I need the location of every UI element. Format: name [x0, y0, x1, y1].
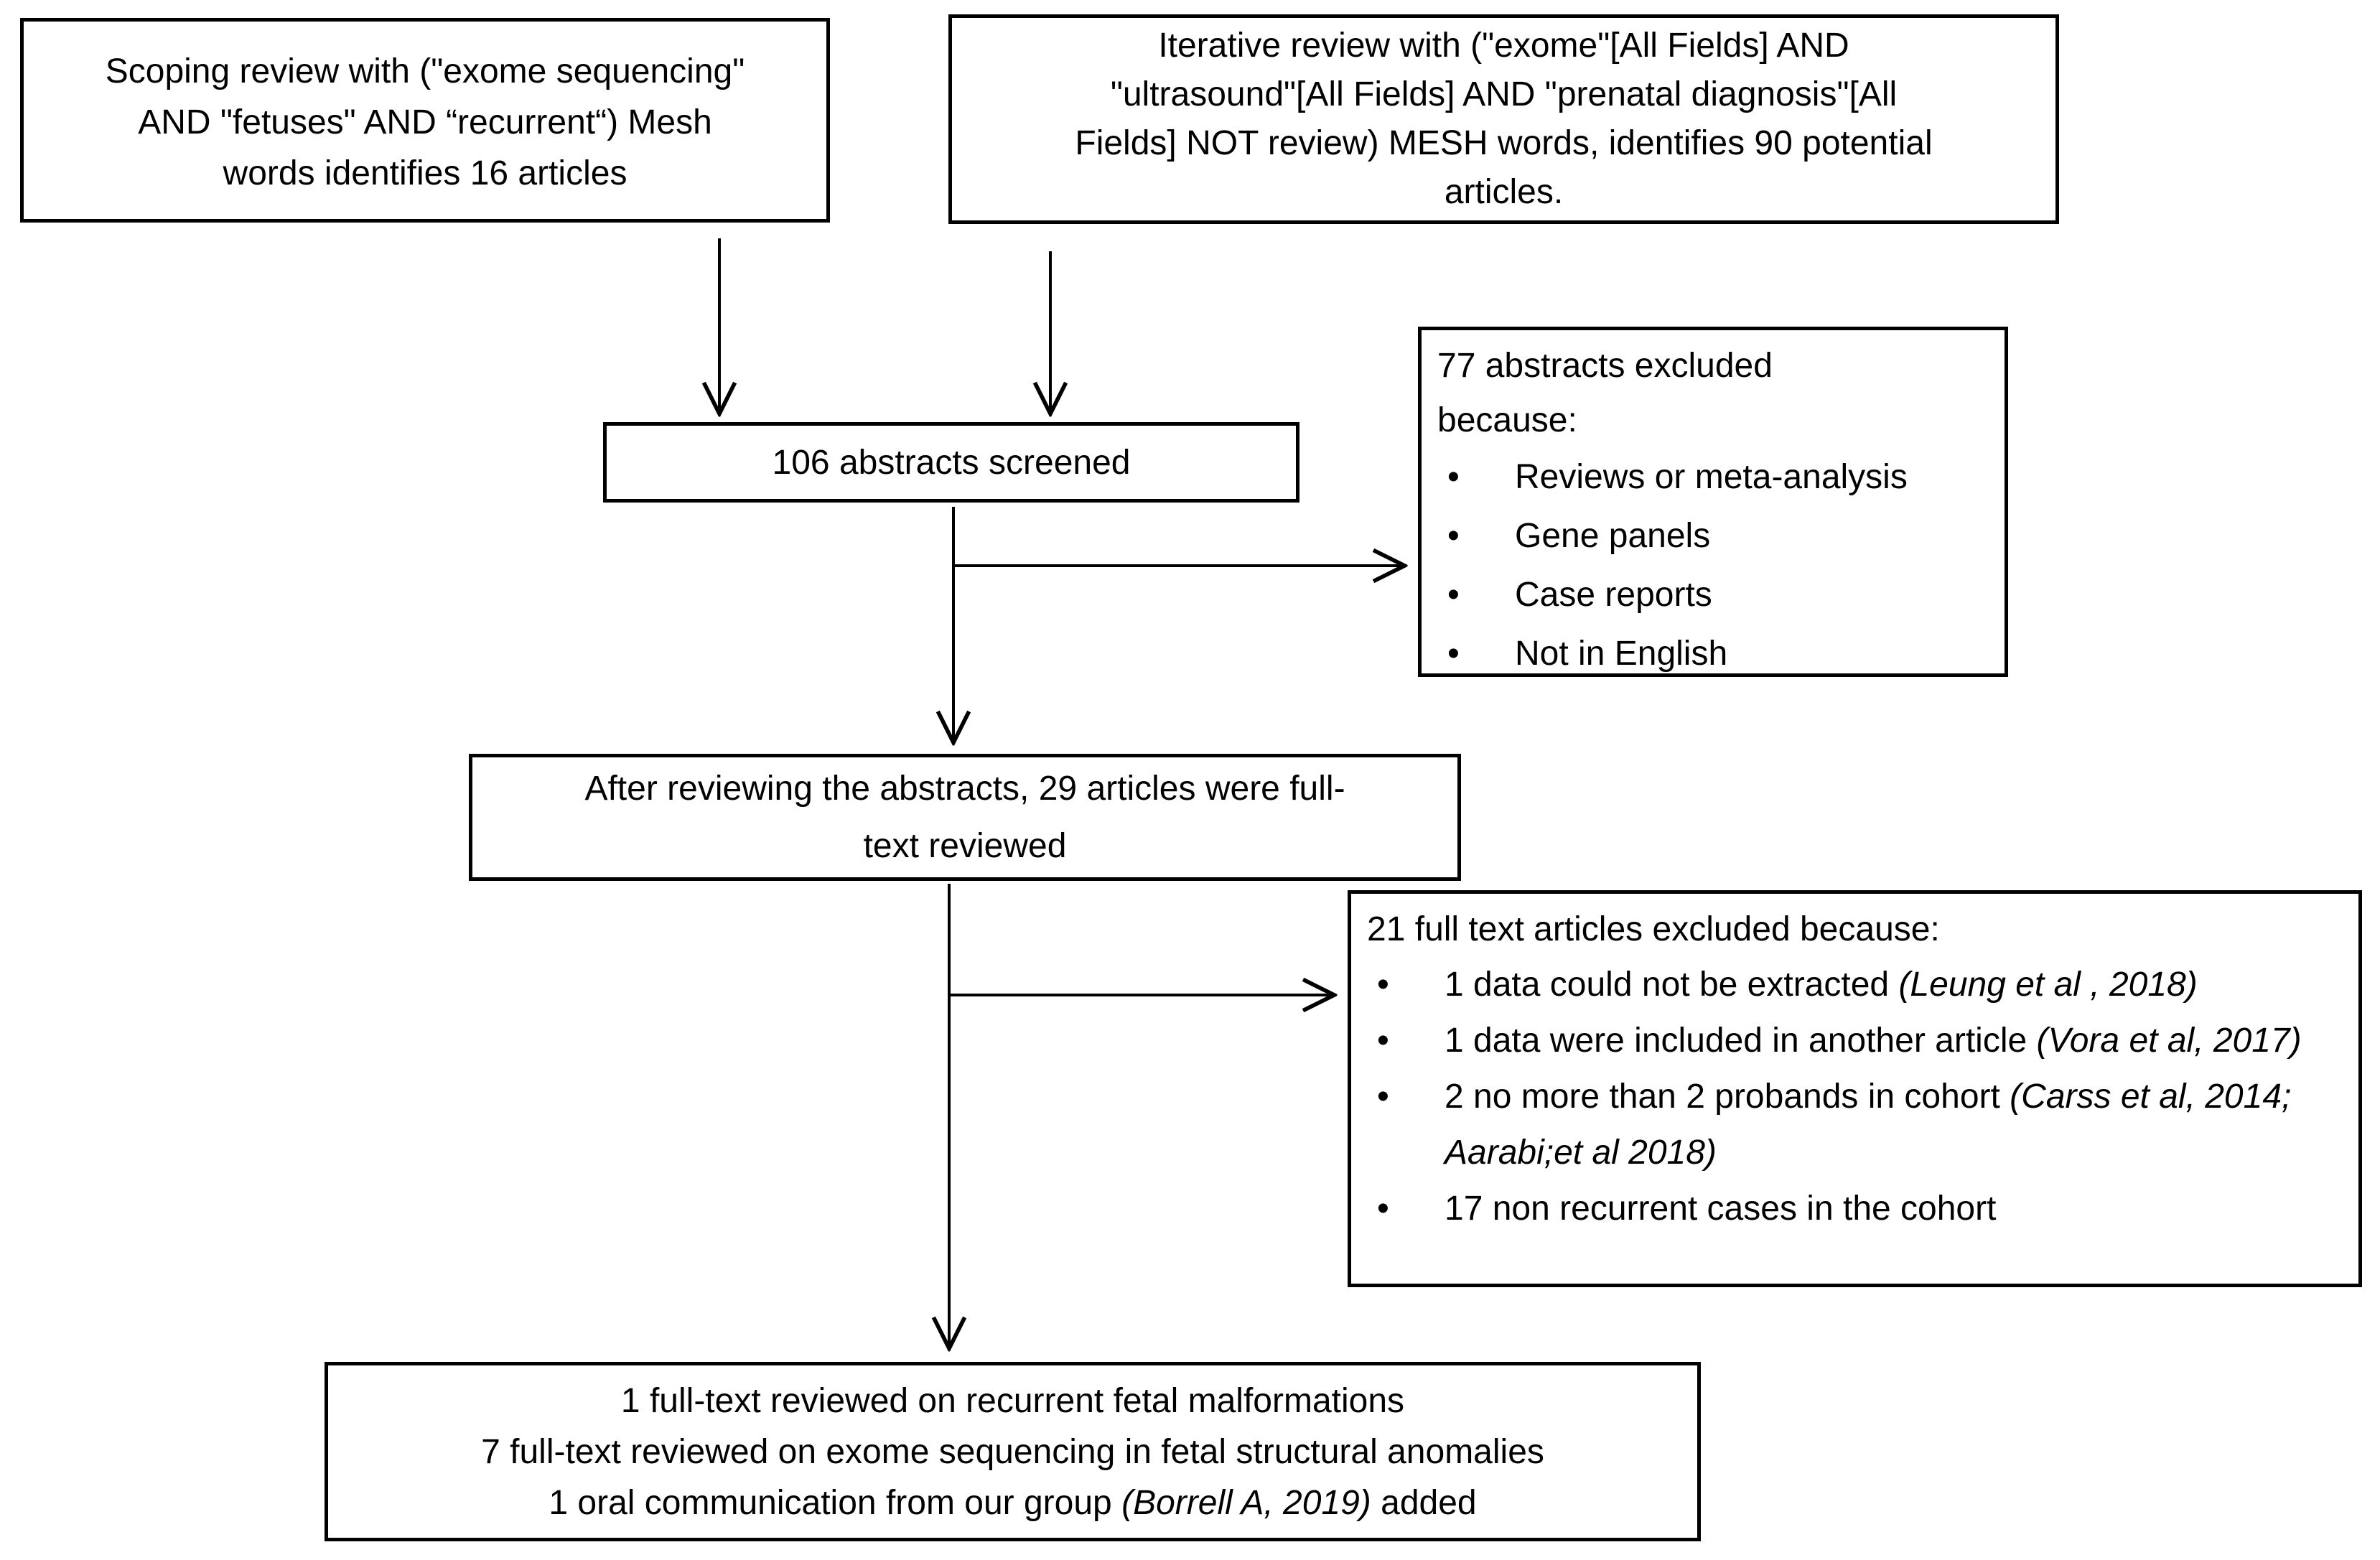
bullet-icon: • — [1447, 635, 1460, 673]
exclusion-reason-item: • Gene panels — [1437, 507, 1990, 566]
exclusion-reason-item: • 17 non recurrent cases in the cohort — [1367, 1181, 2344, 1237]
citation: (Leung et al , 2018) — [1898, 966, 2198, 1004]
exclusion-reason-text: 17 non recurrent cases in the cohort — [1445, 1190, 1997, 1228]
box-iterative-review: Iterative review with ("exome"[All Field… — [948, 14, 2059, 224]
iterative-line: articles. — [1444, 173, 1564, 211]
fulltext-review-line: text reviewed — [863, 826, 1067, 865]
box-abstracts-excluded: 77 abstracts excluded because: • Reviews… — [1418, 327, 2008, 677]
iterative-line: Iterative review with ("exome"[All Field… — [1158, 27, 1849, 65]
exclusion-reason-item: • 1 data could not be extracted (Leung e… — [1367, 957, 2344, 1013]
bullet-icon: • — [1447, 517, 1460, 555]
box-abstracts-screened: 106 abstracts screened — [603, 422, 1299, 503]
iterative-line: "ultrasound"[All Fields] AND "prenatal d… — [1110, 75, 1898, 113]
bullet-icon: • — [1447, 576, 1460, 614]
exclusion-reason-text: 1 data could not be extracted (Leung et … — [1445, 966, 2198, 1004]
exclusion-reason-item: • 2 no more than 2 probands in cohort (C… — [1367, 1069, 2344, 1181]
included-line: 1 oral communication from our group (Bor… — [549, 1483, 1477, 1522]
iterative-line: Fields] NOT review) MESH words, identifi… — [1075, 124, 1933, 162]
box-scoping-review: Scoping review with ("exome sequencing" … — [20, 18, 830, 223]
scoping-line: Scoping review with ("exome sequencing" — [105, 52, 745, 90]
bullet-icon: • — [1377, 966, 1389, 1004]
exclusion-reason-text: 2 no more than 2 probands in cohort (Car… — [1445, 1078, 2292, 1172]
exclusion-reason-text: Gene panels — [1515, 517, 1711, 555]
bullet-icon: • — [1377, 1022, 1389, 1060]
included-line: 1 full-text reviewed on recurrent fetal … — [620, 1381, 1405, 1420]
scoping-line: AND "fetuses" AND “recurrent“) Mesh — [138, 103, 712, 141]
box-included-studies: 1 full-text reviewed on recurrent fetal … — [325, 1362, 1701, 1541]
fulltext-excluded-heading: 21 full text articles excluded because: — [1367, 910, 1940, 948]
exclusion-reason-item: • Case reports — [1437, 566, 1990, 625]
abstracts-excluded-heading: because: — [1437, 401, 1577, 439]
exclusion-reason-text: 1 data were included in another article … — [1445, 1022, 2302, 1060]
exclusion-reason-text: Not in English — [1515, 635, 1728, 673]
scoping-line: words identifies 16 articles — [223, 154, 627, 192]
citation: (Carss et al, 2014; Aarabi;et al 2018) — [1445, 1078, 2292, 1172]
included-line: 7 full-text reviewed on exome sequencing… — [481, 1432, 1544, 1471]
citation: (Borrell A, 2019) — [1121, 1483, 1371, 1522]
exclusion-reason-text: Reviews or meta-analysis — [1515, 458, 1908, 496]
exclusion-reason-item: • 1 data were included in another articl… — [1367, 1013, 2344, 1069]
abstracts-excluded-heading: 77 abstracts excluded — [1437, 347, 1773, 385]
bullet-icon: • — [1377, 1078, 1389, 1116]
citation: (Vora et al, 2017) — [2036, 1022, 2302, 1060]
box-fulltext-review: After reviewing the abstracts, 29 articl… — [469, 754, 1461, 881]
fulltext-review-line: After reviewing the abstracts, 29 articl… — [584, 769, 1345, 808]
abstracts-screened-text: 106 abstracts screened — [772, 443, 1131, 482]
bullet-icon: • — [1447, 458, 1460, 496]
exclusion-reason-text: Case reports — [1515, 576, 1712, 614]
box-fulltext-excluded: 21 full text articles excluded because: … — [1348, 890, 2362, 1287]
bullet-icon: • — [1377, 1190, 1389, 1228]
exclusion-reason-item: • Reviews or meta-analysis — [1437, 448, 1990, 507]
exclusion-reason-item: • Not in English — [1437, 625, 1990, 683]
